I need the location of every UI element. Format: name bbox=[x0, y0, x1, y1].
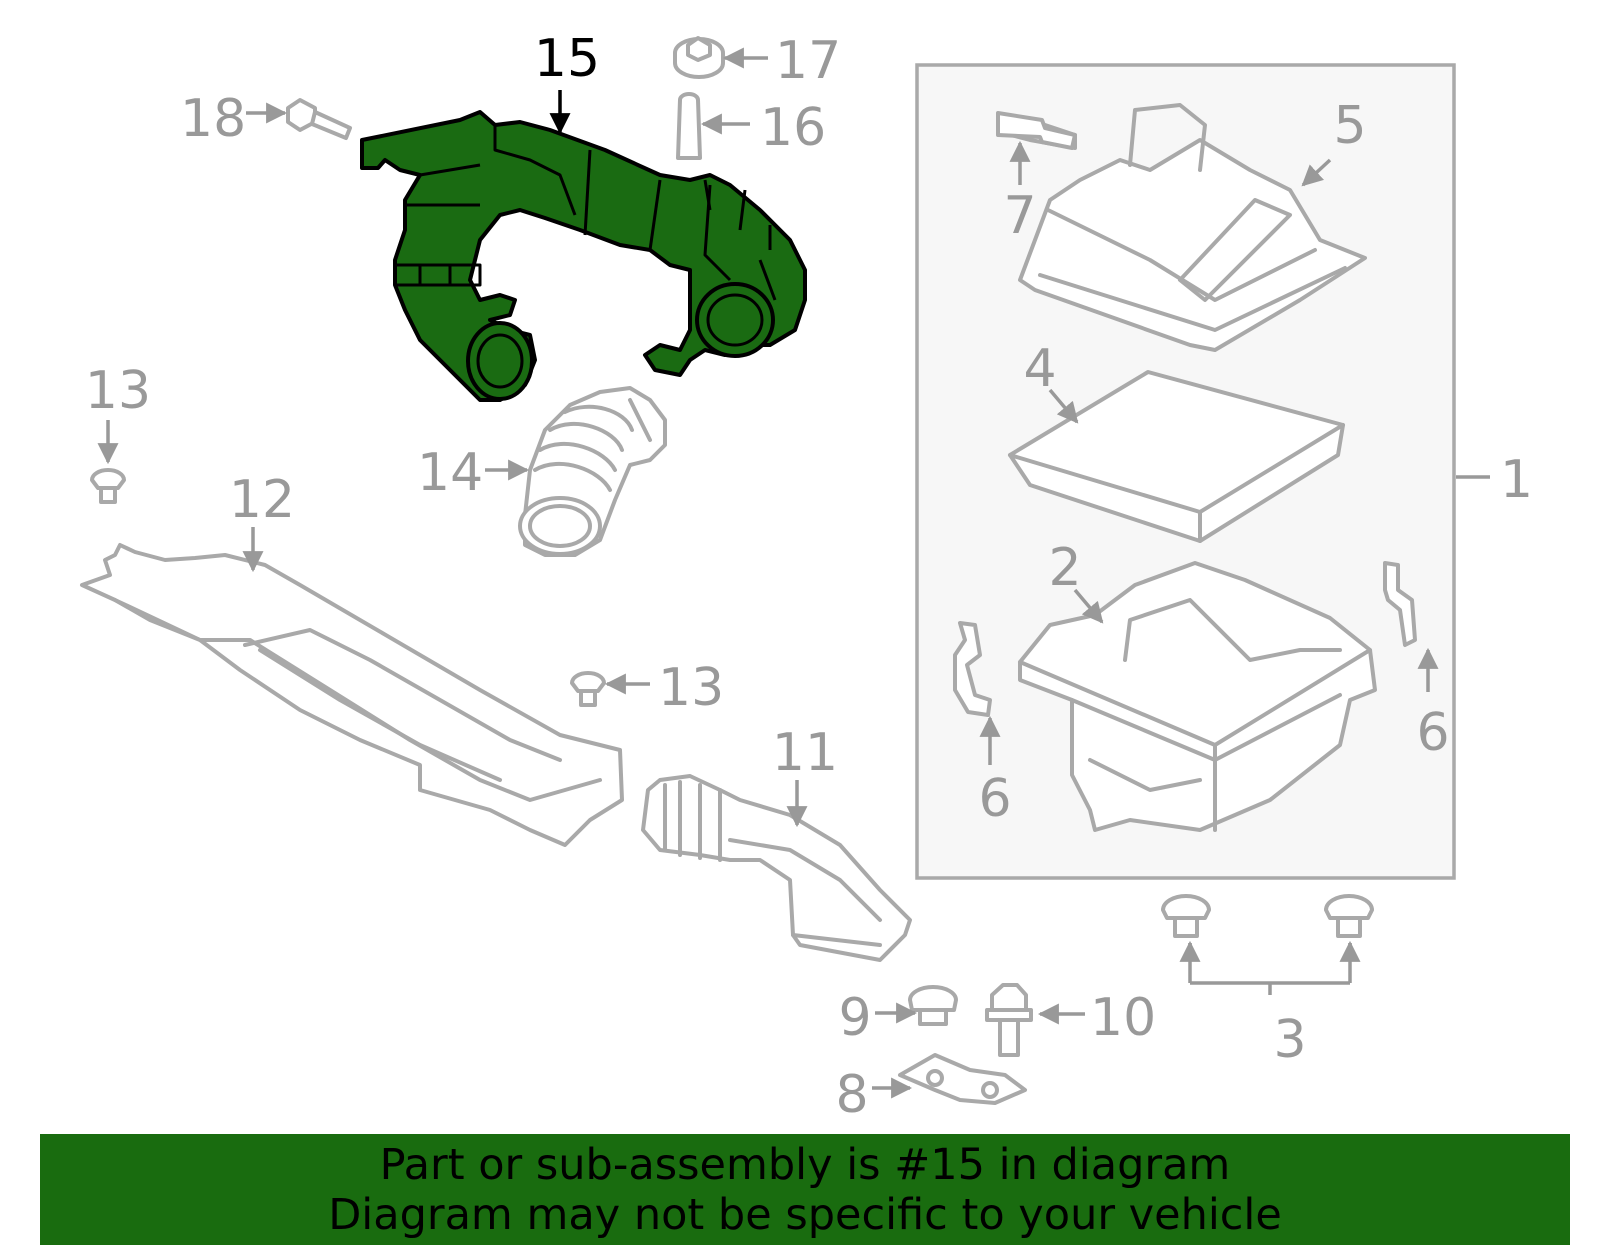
part-13-pin-upper[interactable] bbox=[90, 468, 126, 504]
callout-9: 9 bbox=[838, 988, 871, 1048]
callout-1: 1 bbox=[1500, 450, 1533, 510]
callout-6-left: 6 bbox=[978, 769, 1011, 829]
callout-11: 11 bbox=[772, 723, 838, 783]
callout-16: 16 bbox=[760, 98, 826, 158]
callout-10: 10 bbox=[1090, 988, 1156, 1048]
part-14-hose[interactable] bbox=[518, 386, 667, 557]
banner-line-part: Part or sub-assembly is #15 in diagram bbox=[379, 1139, 1231, 1190]
callout-5: 5 bbox=[1333, 96, 1366, 156]
callout-13-lower: 13 bbox=[658, 658, 724, 718]
part-2-lower-box[interactable] bbox=[1018, 561, 1377, 832]
callout-17: 17 bbox=[775, 31, 841, 91]
callout-3: 3 bbox=[1273, 1010, 1306, 1070]
arrow-4 bbox=[1048, 388, 1079, 424]
part-6-clip-left[interactable] bbox=[953, 621, 992, 717]
part-4-filter[interactable] bbox=[1008, 370, 1345, 543]
part-11-duct[interactable] bbox=[641, 774, 912, 962]
part-3-grommet-right[interactable] bbox=[1324, 894, 1374, 938]
part-16-pin[interactable] bbox=[676, 92, 702, 160]
arrow-2 bbox=[1073, 588, 1104, 624]
part-18-bolt[interactable] bbox=[286, 98, 352, 140]
part-9-nut[interactable] bbox=[908, 985, 958, 1026]
callout-7: 7 bbox=[1003, 186, 1036, 246]
arrow-5 bbox=[1301, 158, 1332, 187]
callout-14: 14 bbox=[417, 443, 483, 503]
callout-4: 4 bbox=[1023, 339, 1056, 399]
part-13-pin-lower[interactable] bbox=[570, 671, 606, 707]
part-7-sensor[interactable] bbox=[996, 111, 1077, 150]
part-17-nut[interactable] bbox=[673, 36, 725, 79]
callout-15: 15 bbox=[534, 29, 600, 89]
part-12-duct[interactable] bbox=[80, 543, 624, 847]
callout-2: 2 bbox=[1048, 538, 1081, 598]
part-8-bracket[interactable] bbox=[898, 1053, 1027, 1105]
callout-6-right: 6 bbox=[1416, 703, 1449, 763]
notice-banner: Part or sub-assembly is #15 in diagram D… bbox=[40, 1134, 1570, 1245]
part-10-bolt[interactable] bbox=[985, 983, 1033, 1057]
part-15-air-intake-tube[interactable] bbox=[360, 110, 807, 402]
part-3-bracket-line bbox=[1188, 943, 1352, 995]
callout-18: 18 bbox=[180, 89, 246, 149]
callout-8: 8 bbox=[835, 1065, 868, 1125]
callout-12: 12 bbox=[229, 470, 295, 530]
banner-line-disclaimer: Diagram may not be specific to your vehi… bbox=[328, 1189, 1282, 1240]
callout-13-upper: 13 bbox=[85, 361, 151, 421]
part-3-grommet-left[interactable] bbox=[1161, 894, 1211, 938]
part-6-clip-right[interactable] bbox=[1383, 561, 1417, 647]
